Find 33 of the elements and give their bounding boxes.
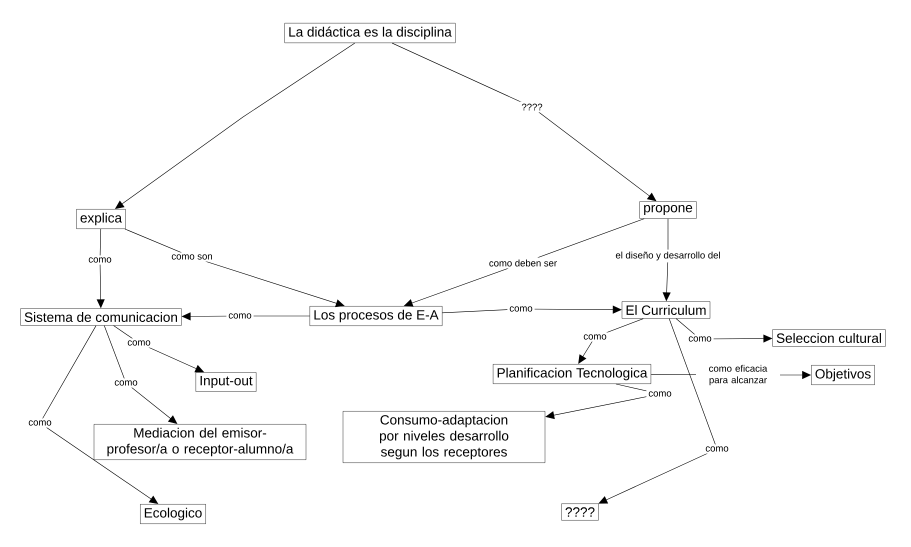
edge-label: ???? [519, 102, 545, 112]
edge-label: como [26, 418, 54, 428]
concept-box: Input-out [196, 372, 256, 392]
concept-box: Los procesos de E-A [310, 306, 442, 326]
edge-label: como [507, 304, 535, 314]
concept-box: Sistema de comunicacion [20, 308, 182, 326]
concept-box: explica [76, 209, 126, 229]
arrow [392, 42, 656, 202]
concept-box: Planificacion Tecnologica [492, 364, 652, 384]
edge-label: como [646, 389, 674, 399]
concept-box: Seleccion cultural [772, 329, 886, 347]
edge-label: el diseño y desarrollo del [613, 250, 723, 262]
edge-label: como [703, 444, 731, 454]
edge-label: como [686, 334, 714, 344]
edge-label: como [581, 332, 609, 342]
concept-box: Consumo-adaptacion por niveles desarrollo segun los receptores [342, 411, 546, 463]
edge-label: como son [169, 252, 215, 262]
edge-label: como [125, 338, 153, 348]
arrow [578, 318, 644, 364]
concept-box: Ecologico [140, 504, 206, 524]
concept-box: propone [640, 201, 696, 219]
arrow [40, 325, 158, 504]
concept-box: El Curriculum [622, 301, 710, 319]
edge-label: como [226, 311, 254, 321]
concept-box: Mediacion del emisor-profesor/a o receptor-alumno/a [94, 424, 306, 460]
concept-box: ???? [561, 504, 599, 520]
edge-label: como [112, 378, 140, 388]
edge-label: como deben ser [486, 258, 560, 268]
edge-label: como [86, 255, 114, 265]
concept-box: La didáctica es la disciplina [284, 22, 456, 44]
arrow [104, 325, 178, 424]
edge-label: como eficacia para alcanzar [696, 362, 780, 388]
concept-box: Objetivos [811, 365, 875, 385]
